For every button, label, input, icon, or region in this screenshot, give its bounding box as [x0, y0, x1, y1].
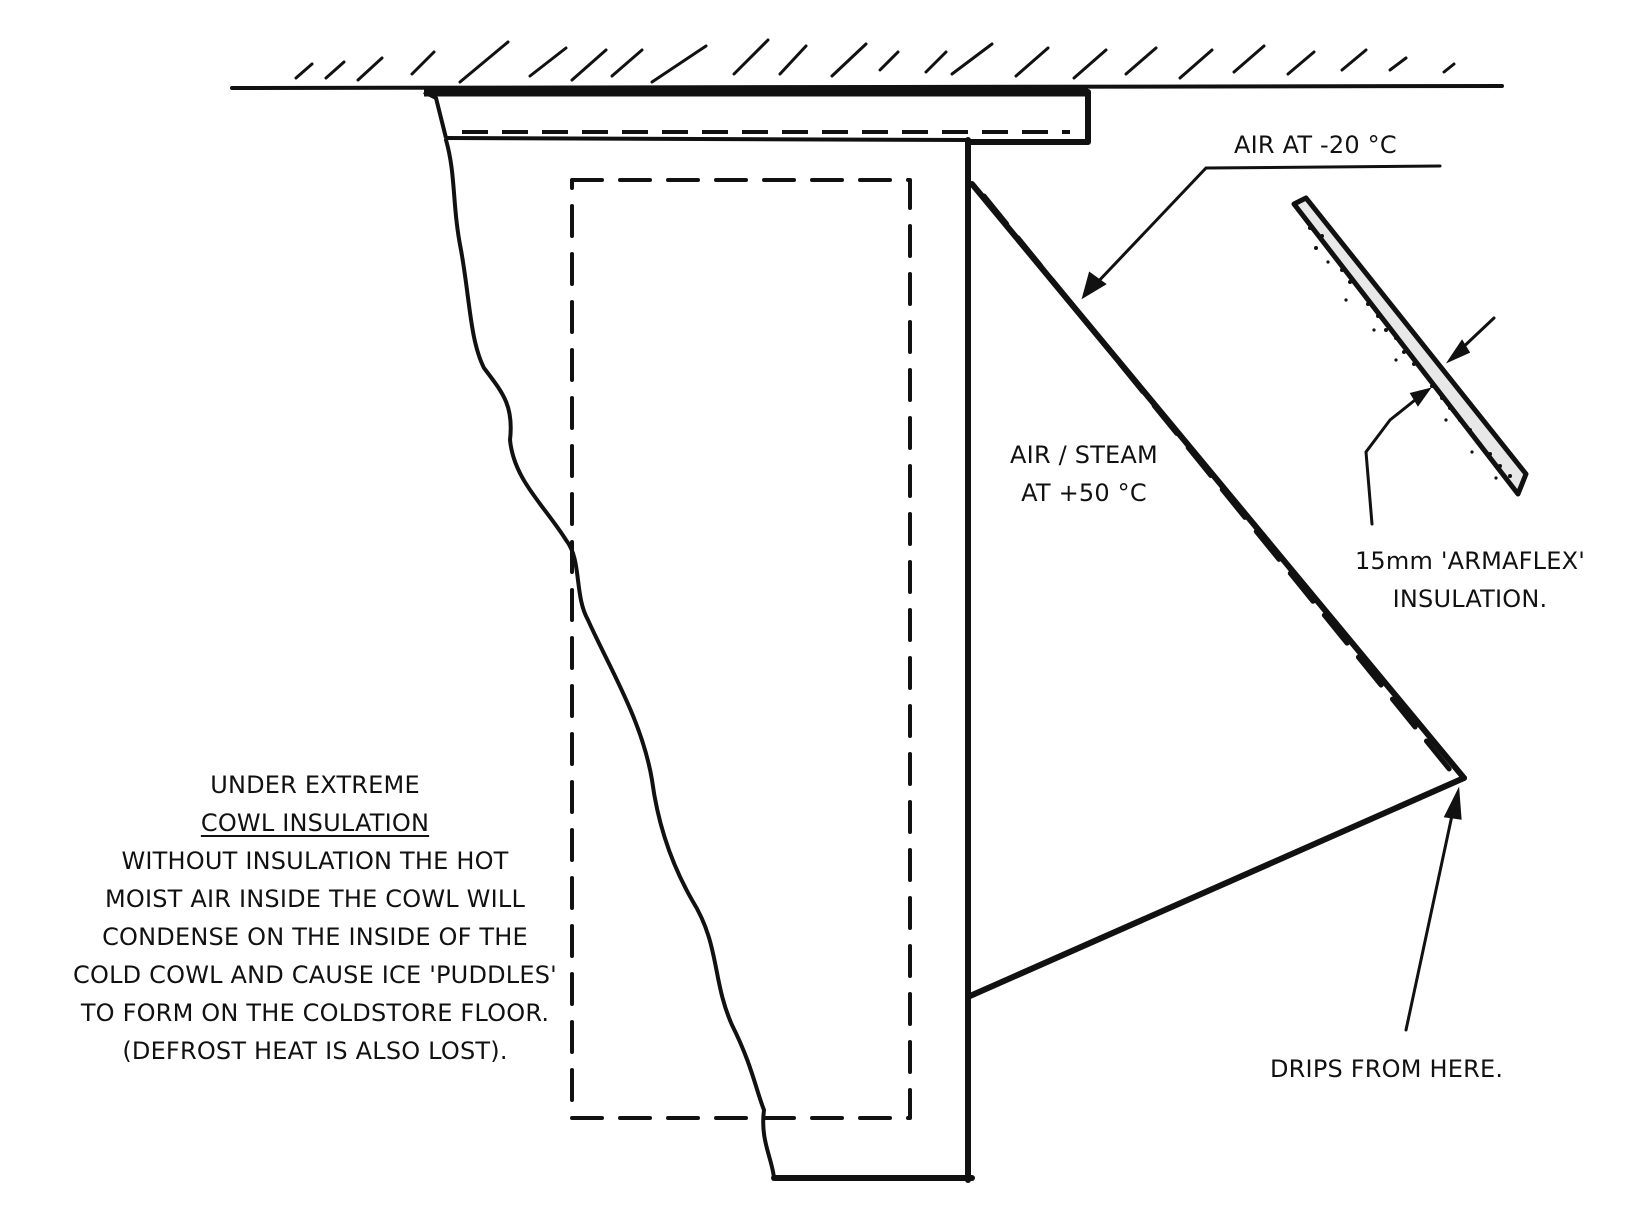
- evaporator-break-outline: [444, 138, 776, 1180]
- ceiling-hatching: [294, 38, 1456, 84]
- insulation-label: 15mm 'ARMAFLEX' INSULATION.: [1340, 542, 1600, 618]
- arrowhead-icon: [1445, 339, 1471, 364]
- drips-label: DRIPS FROM HERE.: [1270, 1055, 1504, 1083]
- caption-line1: UNDER EXTREME: [210, 771, 420, 799]
- arrowhead-icon: [1409, 387, 1432, 407]
- hot-air-label-line2: AT +50 °C: [1021, 479, 1147, 507]
- insulation-section-icon: [1291, 195, 1529, 497]
- cowl-insulation-layer: [981, 193, 1453, 773]
- hot-air-label: AIR / STEAM AT +50 °C: [984, 436, 1184, 512]
- insulation-label-line1: 15mm 'ARMAFLEX': [1354, 547, 1586, 575]
- caption-heading: COWL INSULATION: [200, 809, 430, 837]
- caption-body-line: TO FORM ON THE COLDSTORE FLOOR.: [80, 999, 550, 1027]
- cowl-bottom-edge: [967, 775, 1467, 999]
- mounting-bracket: [423, 87, 1091, 145]
- coil-hidden-outline: [570, 178, 912, 1120]
- arrowhead-icon: [1443, 786, 1462, 820]
- insulation-detail: [1291, 195, 1529, 526]
- cold-air-label: AIR AT -20 °C: [1234, 131, 1397, 159]
- drips-leader: [1404, 786, 1462, 1032]
- caption-body-line: MOIST AIR INSIDE THE COWL WILL: [104, 885, 526, 913]
- cold-air-leader: [1081, 164, 1442, 300]
- caption-body-line: WITHOUT INSULATION THE HOT: [121, 847, 509, 875]
- hot-air-label-line1: AIR / STEAM: [1010, 441, 1158, 469]
- insulation-label-line2: INSULATION.: [1392, 585, 1548, 613]
- evaporator-body: [444, 137, 975, 1183]
- arrowhead-icon: [1081, 271, 1107, 300]
- caption-body-line: COLD COWL AND CAUSE ICE 'PUDDLES': [73, 961, 557, 989]
- ceiling: [230, 38, 1504, 90]
- insulation-stipple: [1308, 226, 1514, 488]
- caption-block: UNDER EXTREME COWL INSULATION WITHOUT IN…: [20, 766, 610, 1070]
- thickness-arrow-lower: [1364, 394, 1422, 526]
- caption-body-line: CONDENSE ON THE INSIDE OF THE: [102, 923, 528, 951]
- drip-cowl: [967, 181, 1467, 999]
- caption-body-line: (DEFROST HEAT IS ALSO LOST).: [122, 1037, 508, 1065]
